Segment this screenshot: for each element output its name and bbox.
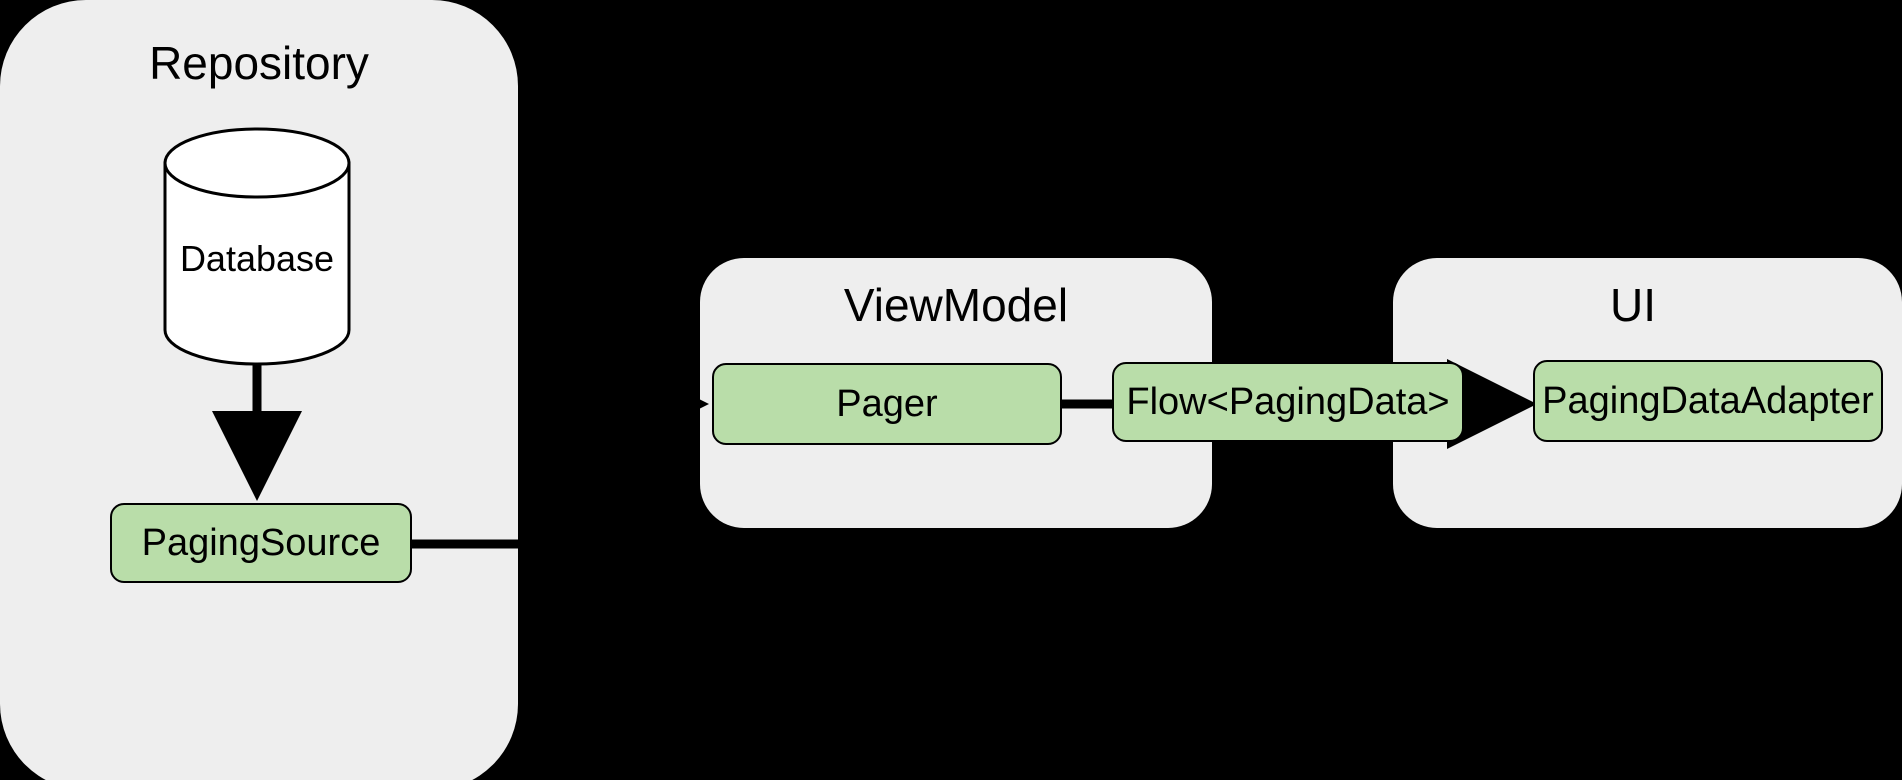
database-cylinder-shape xyxy=(163,127,351,366)
node-flow-paging-data[interactable]: Flow<PagingData> xyxy=(1112,362,1464,442)
container-repository-title: Repository xyxy=(149,37,369,89)
node-flow-paging-data-label: Flow<PagingData> xyxy=(1126,380,1450,423)
edge-pagingsource-to-pager xyxy=(412,359,709,549)
node-pager[interactable]: Pager xyxy=(712,363,1062,445)
node-paging-data-adapter-label: PagingDataAdapter xyxy=(1542,379,1874,422)
node-paging-source[interactable]: PagingSource xyxy=(110,503,412,583)
container-viewmodel-title: ViewModel xyxy=(843,279,1069,331)
node-paging-data-adapter[interactable]: PagingDataAdapter xyxy=(1533,360,1883,442)
container-ui-title: UI xyxy=(1610,279,1656,331)
node-pager-label: Pager xyxy=(836,382,938,425)
node-paging-source-label: PagingSource xyxy=(141,521,381,564)
